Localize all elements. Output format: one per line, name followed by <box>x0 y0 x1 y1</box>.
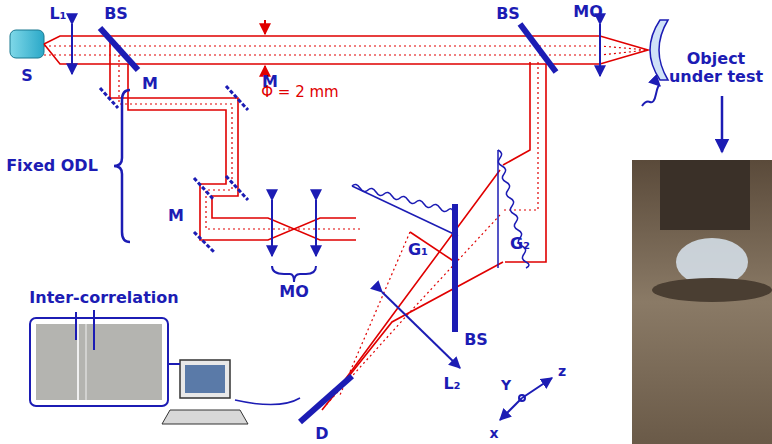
part-label: M <box>142 75 158 93</box>
part-label: Object under test <box>661 50 771 85</box>
part-label: MO <box>573 3 603 21</box>
part-label: Fixed ODL <box>6 157 98 175</box>
part-label: L₁ <box>49 5 66 23</box>
part-label: G₁ <box>408 241 428 259</box>
object-mirror <box>650 20 668 80</box>
lens-symbols <box>72 24 600 368</box>
part-label: S <box>21 67 33 85</box>
axes <box>500 378 552 420</box>
part-label: L₂ <box>443 375 460 393</box>
part-label: x <box>489 426 498 441</box>
photo-pointer <box>721 96 724 152</box>
part-label: G₂ <box>510 235 530 253</box>
object-pointer <box>642 86 660 106</box>
part-label: MO <box>279 283 309 301</box>
part-label: z <box>558 364 566 379</box>
computer <box>162 360 300 424</box>
part-label: Y <box>501 378 511 393</box>
object-photo <box>632 160 772 444</box>
part-label: BS <box>464 331 488 349</box>
part-label: M <box>168 207 184 225</box>
part-label: M <box>262 73 278 91</box>
diameter-arrow <box>264 20 266 34</box>
part-label: BS <box>104 5 128 23</box>
correlation-screen <box>30 310 168 406</box>
part-label: D <box>315 425 328 443</box>
light-source <box>10 30 44 58</box>
mirror-symbols <box>100 86 248 252</box>
part-label: Inter-correlation <box>29 289 178 307</box>
part-label: BS <box>496 5 520 23</box>
grating-symbols <box>352 150 529 268</box>
